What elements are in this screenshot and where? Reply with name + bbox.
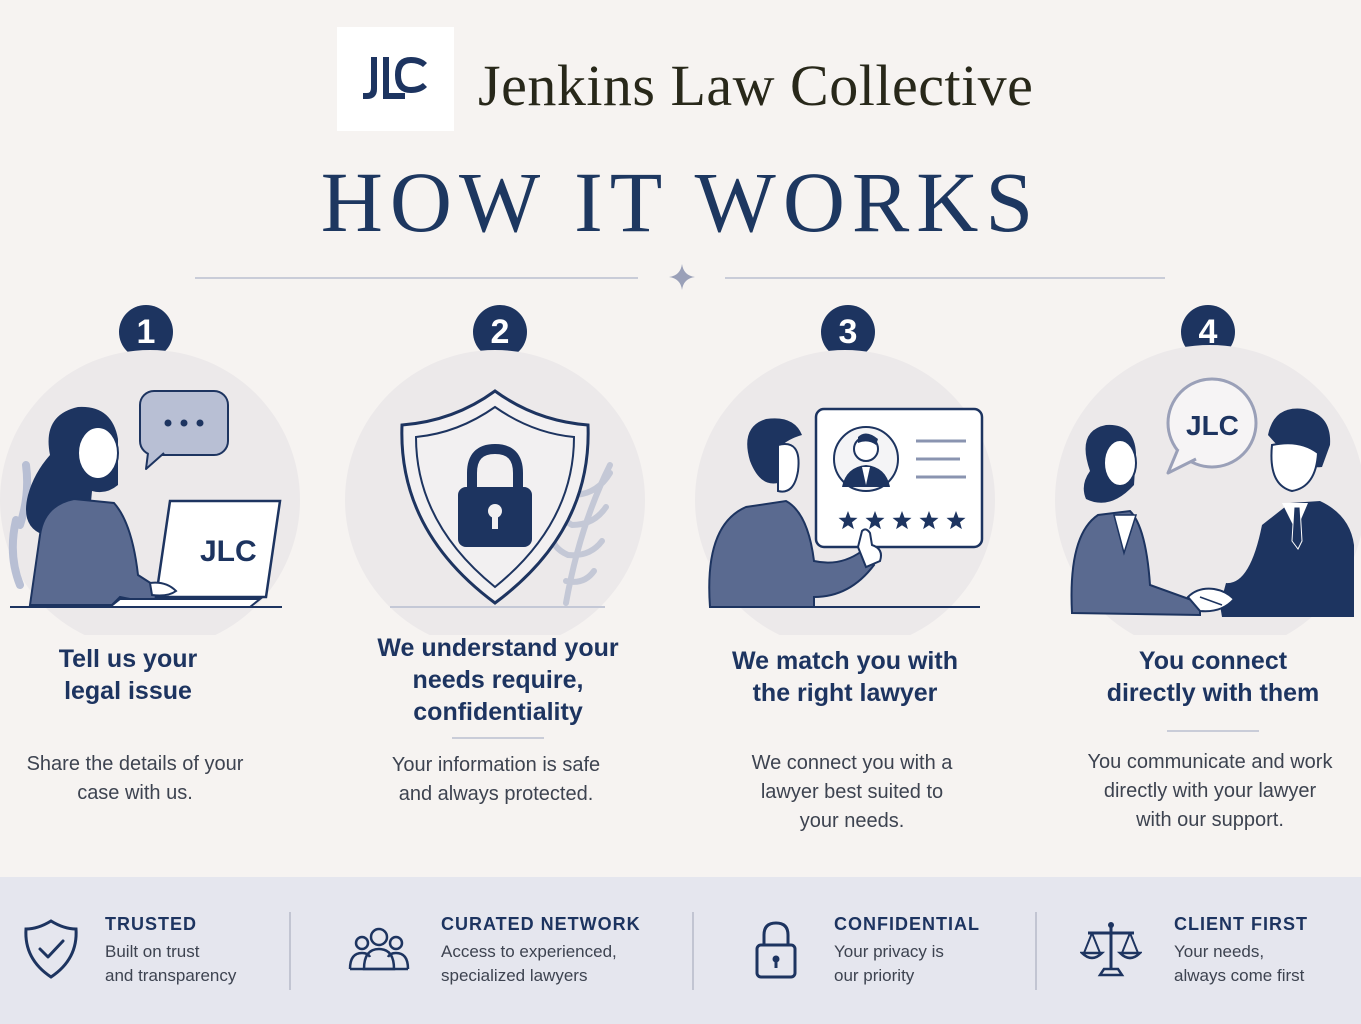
feature-title: CURATED NETWORK (441, 914, 641, 934)
title-divider-right (725, 277, 1165, 279)
chat-bubble-icon (139, 390, 229, 470)
feature-text: Access to experienced,specialized lawyer… (441, 942, 617, 985)
scales-icon (1080, 922, 1142, 977)
page-title: HOW IT WORKS (320, 154, 1041, 250)
feature-title: CONFIDENTIAL (834, 914, 980, 934)
handshake-illustration: JLC (1055, 345, 1361, 635)
padlock-icon (458, 443, 532, 547)
feature-separator (692, 912, 694, 990)
star-icon (865, 511, 885, 530)
handshake-icon (1186, 587, 1236, 613)
lawyer-match-illustration (695, 350, 995, 635)
jlc-logo-icon (362, 57, 427, 99)
star-icon (892, 511, 912, 530)
feature-title: TRUSTED (105, 914, 197, 934)
woman-laptop-illustration: JLC (0, 350, 300, 635)
speech-bubble-icon: JLC (1166, 377, 1258, 475)
step-number-badge: 3 (821, 305, 875, 359)
step-number-badge: 1 (119, 305, 173, 359)
padlock-icon (755, 921, 797, 979)
brand-logo[interactable] (337, 27, 454, 131)
group-icon (348, 927, 410, 971)
shield-lock-illustration (345, 350, 645, 635)
step-rule (452, 737, 544, 739)
feature-text: Your needs,always come first (1174, 942, 1305, 985)
feature-separator (1035, 912, 1037, 990)
step-number-badge: 2 (473, 305, 527, 359)
profile-card-icon (814, 407, 984, 549)
sparkle-icon (669, 264, 695, 290)
step-rule (1167, 730, 1259, 732)
star-icon (838, 511, 858, 530)
feature-separator (289, 912, 291, 990)
title-divider-left (195, 277, 638, 279)
header: Jenkins Law Collective (0, 0, 1361, 140)
svg-text:JLC: JLC (200, 535, 257, 568)
brand-name: Jenkins Law Collective (478, 53, 1034, 118)
feature-title: CLIENT FIRST (1174, 914, 1308, 934)
svg-text:JLC: JLC (1186, 410, 1239, 441)
star-icon (919, 511, 939, 530)
shield-check-icon (24, 919, 78, 979)
star-icon (946, 511, 966, 530)
